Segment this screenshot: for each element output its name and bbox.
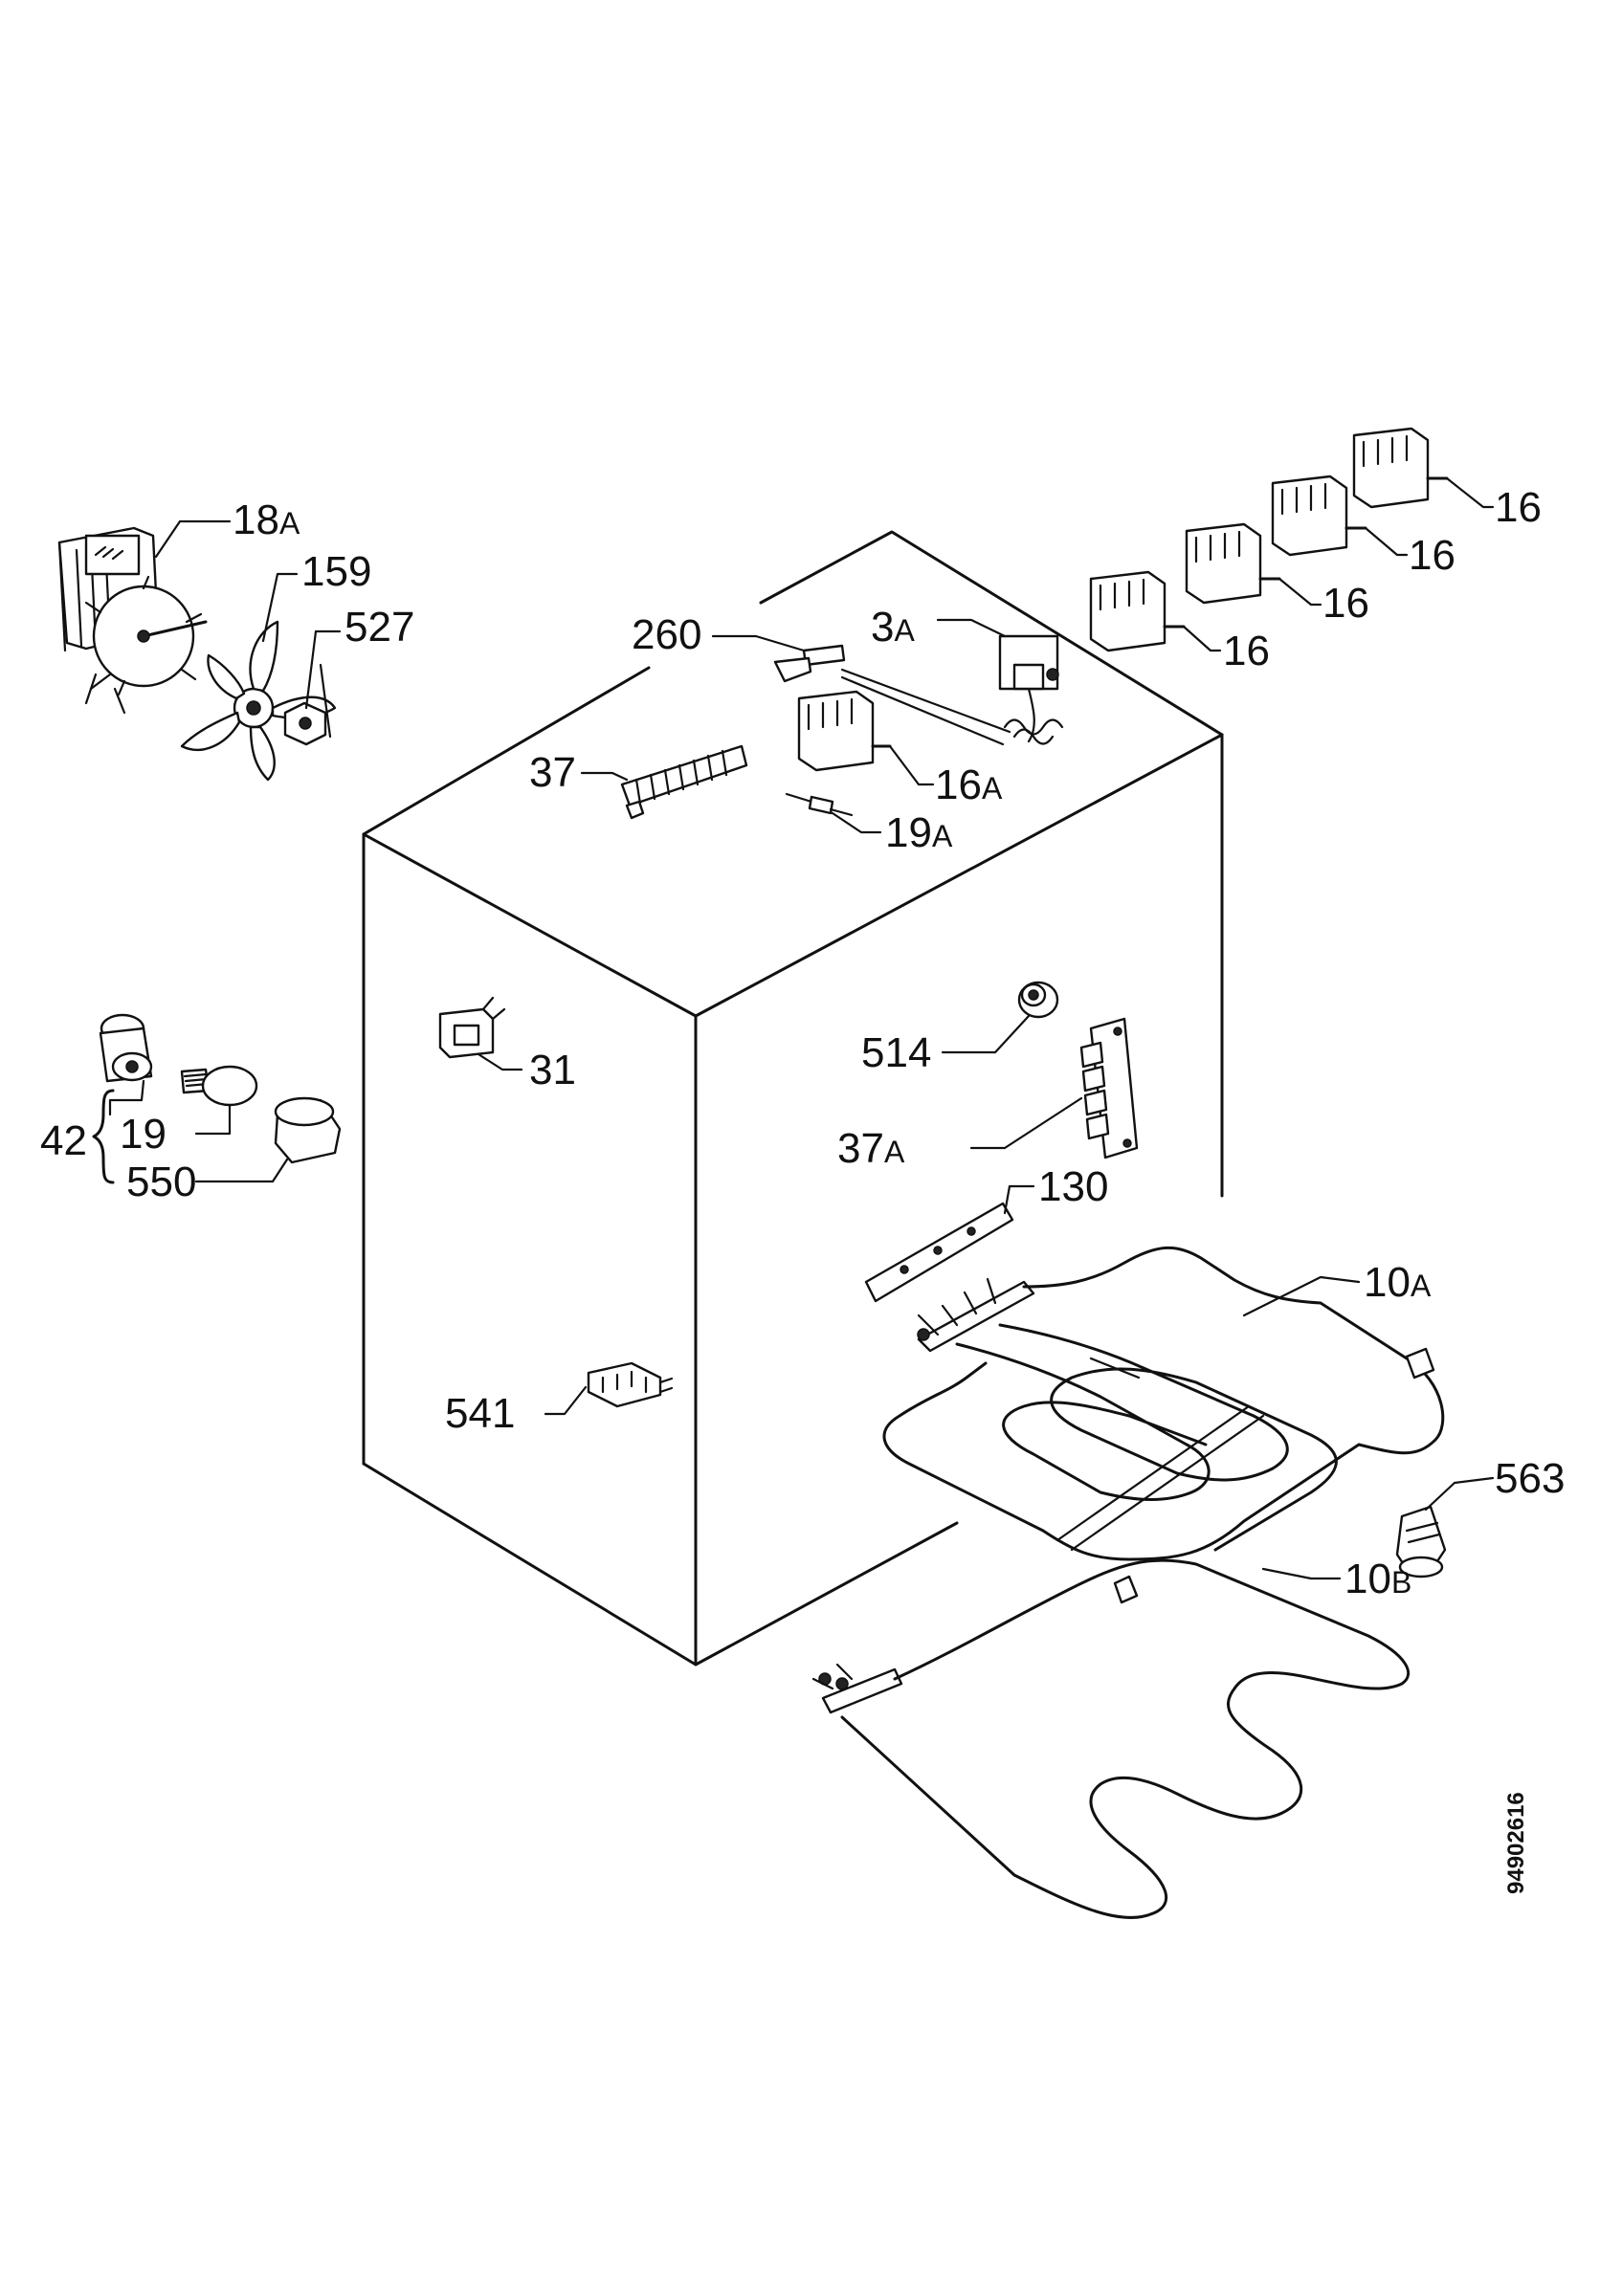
drawing-code: 94902616 <box>1503 1792 1529 1894</box>
bottom-heating-element-icon <box>811 1558 1411 1919</box>
label-37a: 37A <box>837 1125 905 1172</box>
label-16-1: 16 <box>1495 484 1542 531</box>
thermostat-probe-icon <box>773 644 846 683</box>
thermostat-icon <box>840 634 1064 746</box>
oven-lamp-icon <box>180 1065 258 1107</box>
label-19a: 19A <box>885 809 953 856</box>
label-260: 260 <box>632 611 701 658</box>
thermal-fuse-icon <box>785 792 854 817</box>
label-130: 130 <box>1038 1163 1108 1210</box>
selector-switch-icon <box>1352 427 1449 509</box>
lamp-cover-icon <box>274 1096 342 1164</box>
label-10a: 10A <box>1364 1259 1432 1306</box>
lamp-holder-icon <box>99 1013 153 1083</box>
label-10b: 10B <box>1344 1556 1411 1602</box>
terminal-block-icon <box>1079 1017 1139 1159</box>
label-18a: 18A <box>233 497 300 543</box>
label-42: 42 <box>40 1117 87 1164</box>
adjustable-foot-icon <box>1395 1505 1447 1578</box>
label-16-2: 16 <box>1409 532 1455 579</box>
label-3a: 3A <box>871 604 915 651</box>
label-159: 159 <box>301 548 371 595</box>
label-563: 563 <box>1495 1455 1565 1502</box>
label-541: 541 <box>445 1390 515 1437</box>
label-527: 527 <box>344 604 414 651</box>
label-16a: 16A <box>935 762 1003 808</box>
selector-switch-icon <box>1185 522 1281 605</box>
fan-motor-icon <box>57 526 208 715</box>
grill-heating-element-icon <box>882 1246 1445 1604</box>
selector-switch-icon <box>1089 570 1186 652</box>
terminal-block-icon <box>620 744 748 820</box>
selector-switch-icon <box>797 690 892 772</box>
fan-nut-icon <box>283 663 332 746</box>
grommet-icon <box>1017 981 1059 1019</box>
fan-blade-icon <box>180 620 337 782</box>
label-37: 37 <box>529 749 576 796</box>
label-16-3: 16 <box>1322 580 1369 627</box>
part-labels: 18A 159 527 260 3A 16 16 16 16 37 16A 19… <box>40 484 1565 1602</box>
label-31: 31 <box>529 1047 576 1093</box>
label-16-4: 16 <box>1223 628 1270 674</box>
selector-switch-icon <box>1271 475 1367 557</box>
oven-cabinet <box>362 530 1224 1667</box>
door-switch-icon <box>438 996 506 1059</box>
label-514: 514 <box>861 1029 931 1076</box>
bracket-icon <box>92 1089 115 1184</box>
mounting-plate-icon <box>864 1202 1014 1303</box>
label-19: 19 <box>120 1111 167 1158</box>
connector-block-icon <box>587 1361 674 1408</box>
label-550: 550 <box>126 1159 196 1205</box>
